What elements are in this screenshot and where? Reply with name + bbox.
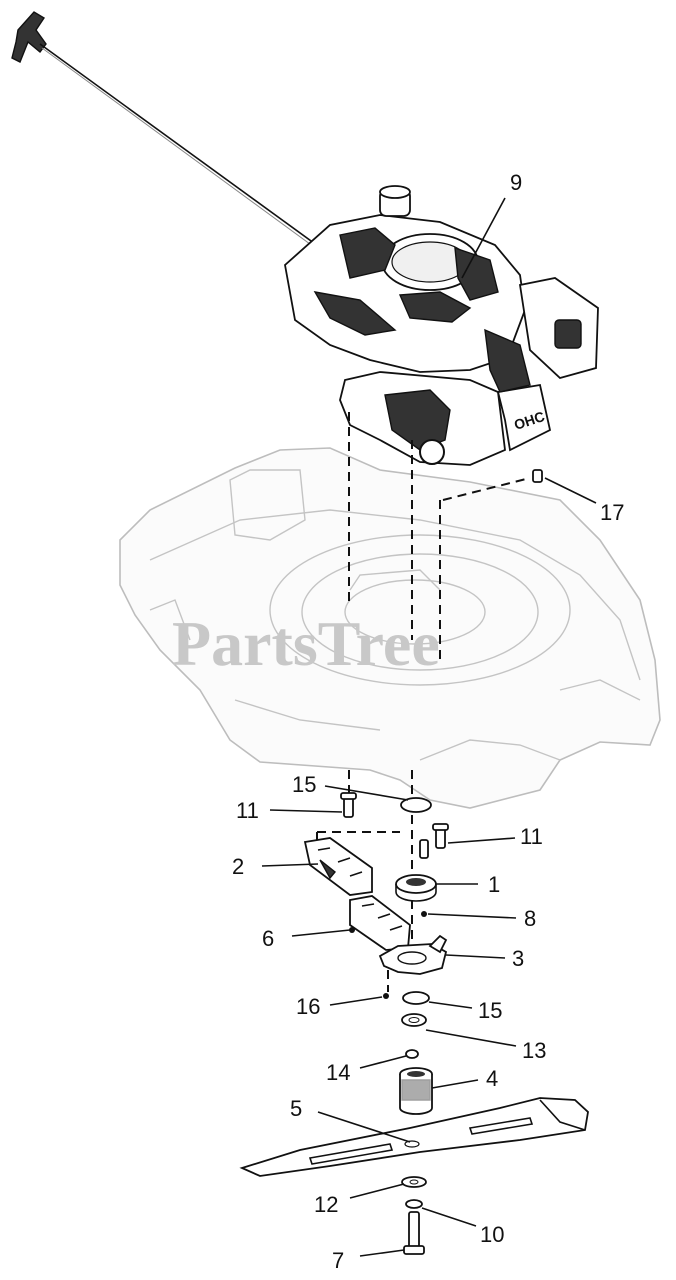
part-16 bbox=[383, 993, 389, 999]
callout-2: 2 bbox=[232, 854, 244, 879]
callout-5: 5 bbox=[290, 1096, 302, 1121]
watermark: PartsTree bbox=[172, 608, 440, 679]
callout-11-left: 11 bbox=[236, 798, 259, 823]
part-15-lower bbox=[402, 991, 430, 1005]
callout-8: 8 bbox=[524, 906, 536, 931]
callout-9: 9 bbox=[510, 170, 522, 195]
leader-2 bbox=[261, 863, 319, 867]
part-15-upper bbox=[400, 797, 432, 813]
leader-11-left bbox=[269, 809, 343, 813]
callout-10: 10 bbox=[480, 1222, 504, 1247]
leader-14 bbox=[359, 1055, 407, 1069]
part-17 bbox=[532, 469, 543, 483]
callout-4: 4 bbox=[486, 1066, 498, 1091]
callout-17: 17 bbox=[600, 500, 624, 525]
part-10 bbox=[405, 1199, 423, 1209]
leader-15-upper bbox=[324, 785, 409, 801]
part-11-right bbox=[419, 823, 449, 859]
leader-8 bbox=[427, 913, 517, 919]
mower-deck bbox=[119, 447, 661, 809]
part-6 bbox=[349, 895, 411, 951]
callout-11-right: 11 bbox=[520, 824, 543, 849]
leader-11-right bbox=[447, 837, 516, 844]
part-4 bbox=[399, 1067, 433, 1115]
callout-16: 16 bbox=[296, 994, 320, 1019]
leader-13 bbox=[425, 1029, 517, 1047]
part-1 bbox=[395, 874, 437, 902]
callout-3: 3 bbox=[512, 946, 524, 971]
part-5-blade bbox=[239, 1097, 589, 1177]
callout-7: 7 bbox=[332, 1248, 344, 1273]
leader-10 bbox=[421, 1207, 477, 1227]
callout-13: 13 bbox=[522, 1038, 546, 1063]
leader-3 bbox=[445, 954, 506, 959]
engine bbox=[284, 185, 599, 466]
callout-1: 1 bbox=[488, 872, 500, 897]
callout-12: 12 bbox=[314, 1192, 338, 1217]
part-8 bbox=[421, 911, 427, 917]
part-3 bbox=[378, 934, 448, 975]
leader-5 bbox=[317, 1111, 411, 1143]
callout-6: 6 bbox=[262, 926, 274, 951]
leader-16 bbox=[329, 996, 383, 1006]
leader-7 bbox=[359, 1249, 405, 1257]
leader-9 bbox=[461, 197, 506, 279]
part-2 bbox=[303, 837, 373, 896]
leader-4 bbox=[431, 1079, 479, 1089]
leader-6 bbox=[291, 929, 351, 937]
callout-14: 14 bbox=[326, 1060, 350, 1085]
part-11-left bbox=[340, 792, 357, 818]
leader-15-lower bbox=[428, 1001, 473, 1009]
leader-12 bbox=[349, 1183, 405, 1199]
starter-rope-handle bbox=[11, 11, 341, 267]
part-7-bolt bbox=[403, 1211, 425, 1255]
leader-17 bbox=[544, 477, 597, 504]
part-14 bbox=[405, 1049, 419, 1059]
callout-15-lower: 15 bbox=[478, 998, 502, 1023]
callout-15-upper: 15 bbox=[292, 772, 316, 797]
